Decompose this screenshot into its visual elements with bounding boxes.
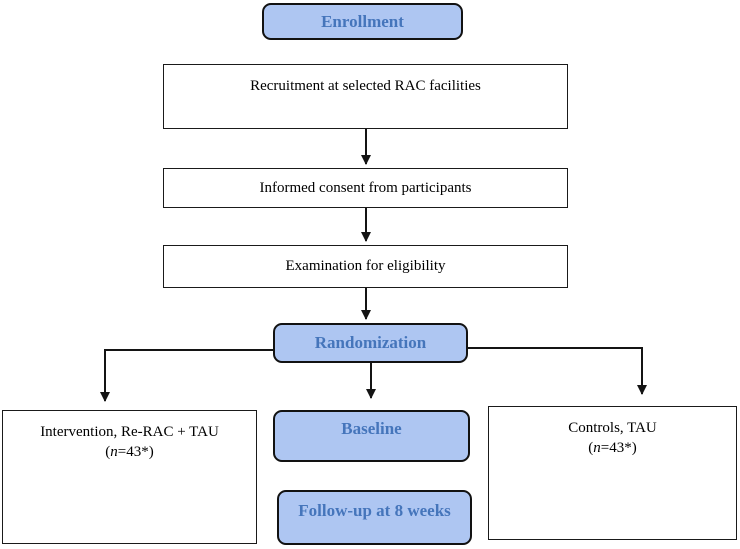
node-randomization-label: Randomization <box>314 333 427 352</box>
node-followup: Follow-up at 8 weeks <box>277 490 472 545</box>
node-informed-consent-label: Informed consent from participants <box>259 179 472 196</box>
intervention-arm-sample-size: (n=43*) <box>105 444 154 461</box>
node-controls-arm: Controls, TAU (n=43*) <box>488 406 737 540</box>
node-baseline: Baseline <box>273 410 470 462</box>
node-randomization: Randomization <box>273 323 468 363</box>
node-baseline-label: Baseline <box>341 419 402 438</box>
node-followup-label: Follow-up at 8 weeks <box>298 500 451 520</box>
node-controls-arm-text: Controls, TAU (n=43*) <box>489 418 736 459</box>
intervention-arm-title: Intervention, Re-RAC + TAU <box>40 424 219 440</box>
node-intervention-arm-text: Intervention, Re-RAC + TAU (n=43*) <box>3 422 256 463</box>
node-enrollment-label: Enrollment <box>321 11 404 31</box>
controls-arm-title: Controls, TAU <box>568 420 657 436</box>
node-eligibility-exam-label: Examination for eligibility <box>285 258 446 275</box>
node-informed-consent: Informed consent from participants <box>163 168 568 208</box>
node-recruitment-label: Recruitment at selected RAC facilities <box>250 78 481 94</box>
node-recruitment: Recruitment at selected RAC facilities <box>163 64 568 129</box>
node-eligibility-exam: Examination for eligibility <box>163 245 568 288</box>
arrow-randomization-to-controls <box>468 347 647 395</box>
node-intervention-arm: Intervention, Re-RAC + TAU (n=43*) <box>2 410 257 544</box>
controls-arm-sample-size: (n=43*) <box>588 440 637 457</box>
arrow-randomization-to-intervention <box>100 349 273 402</box>
node-enrollment: Enrollment <box>262 3 463 40</box>
